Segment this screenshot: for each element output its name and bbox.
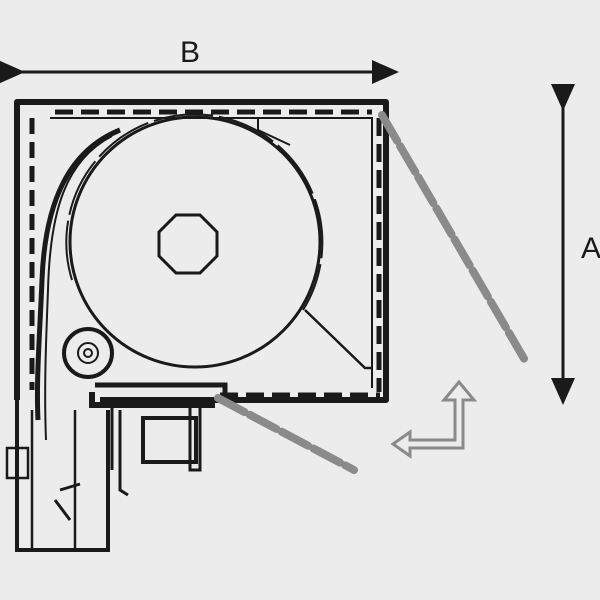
roller-drum [68,115,322,369]
guide-roller [62,327,114,379]
dimension-a-label: A [581,232,600,265]
octagon-axle [157,213,219,275]
shutter-box [5,99,389,552]
shutter-flap-upper [378,111,530,366]
dimension-b-label: B [180,36,201,69]
shutter-flap-lower [214,394,358,474]
direction-arrows-icon [390,379,478,459]
